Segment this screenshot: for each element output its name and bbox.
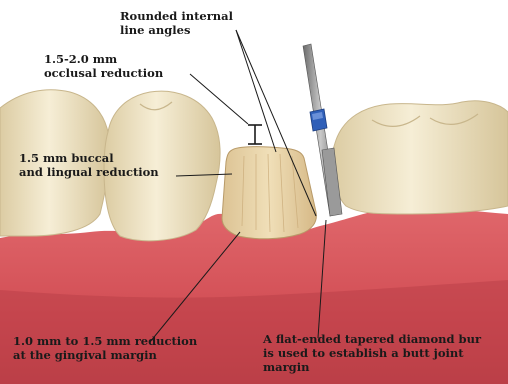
occlusal-reduction-indicator xyxy=(248,125,262,144)
label-rounded-internal-line-angles: Rounded internal line angles xyxy=(120,9,233,37)
label-gingival-margin-reduction: 1.0 mm to 1.5 mm reduction at the gingiv… xyxy=(13,334,197,362)
bur-band xyxy=(310,109,327,131)
label-occlusal-reduction: 1.5-2.0 mm occlusal reduction xyxy=(44,52,163,80)
label-diamond-bur: A flat-ended tapered diamond bur is used… xyxy=(263,332,481,374)
right-molar-tooth xyxy=(332,101,508,214)
leader-rounded-1 xyxy=(236,30,276,152)
label-buccal-lingual-reduction: 1.5 mm buccal and lingual reduction xyxy=(19,151,159,179)
